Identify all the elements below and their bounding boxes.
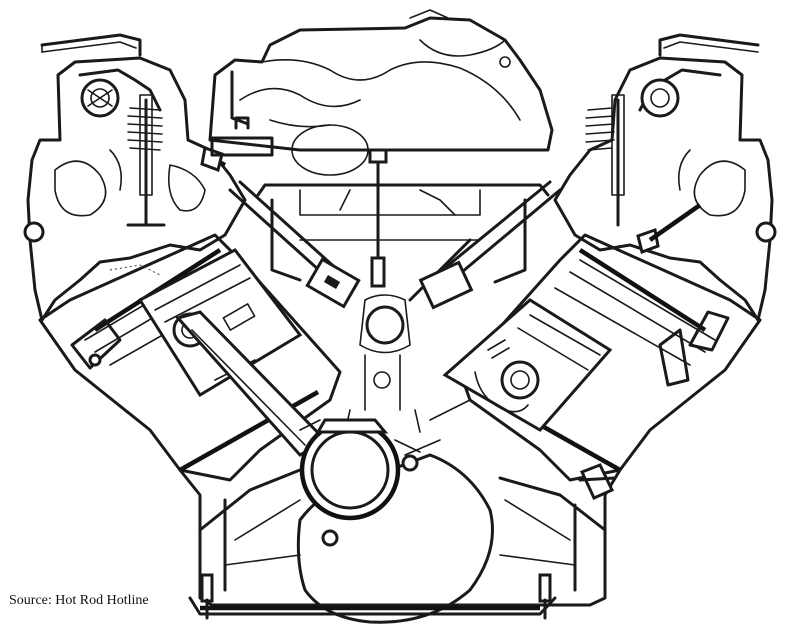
crankcase-and-oil-pan xyxy=(178,463,622,620)
crankshaft xyxy=(296,418,494,624)
lifter-valley xyxy=(256,148,550,288)
right-cylinder-head xyxy=(553,33,777,322)
intake-manifold xyxy=(208,9,554,176)
right-connecting-rod xyxy=(404,399,471,456)
pushrods-and-lifters xyxy=(228,180,562,433)
right-piston xyxy=(442,298,613,432)
left-cylinder-head xyxy=(23,33,274,322)
source-caption: Source: Hot Rod Hotline xyxy=(9,593,149,608)
